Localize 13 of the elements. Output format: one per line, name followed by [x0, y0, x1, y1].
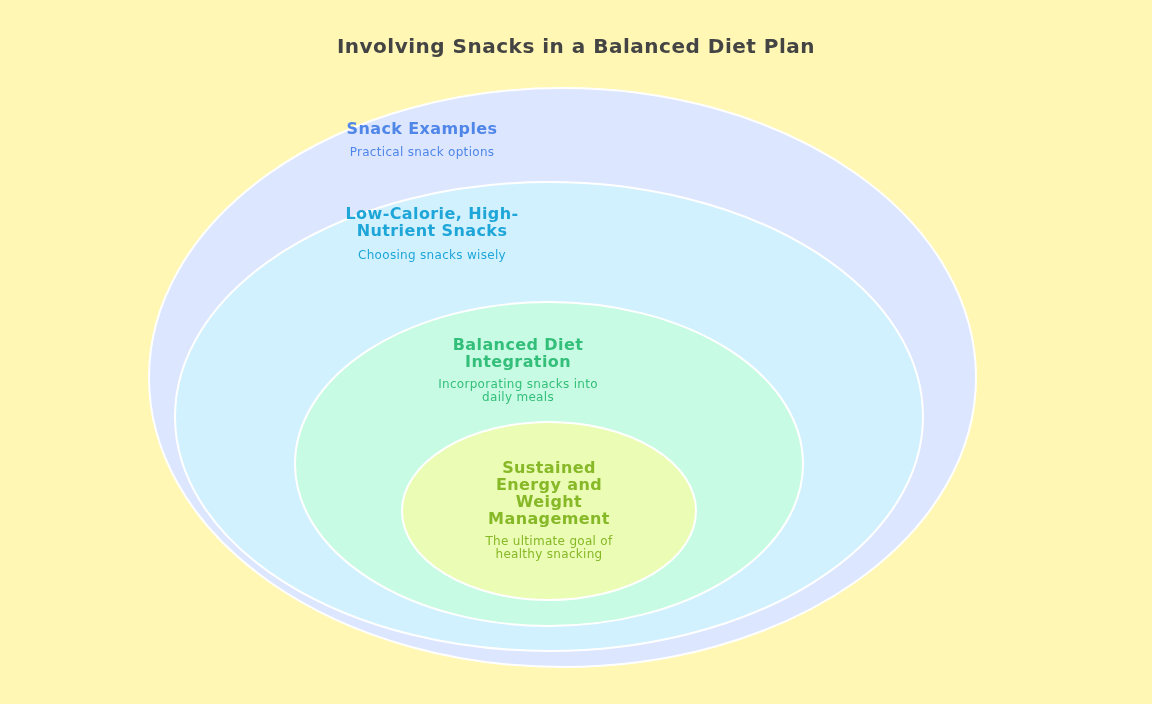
title: Involving Snacks in a Balanced Diet Plan: [336, 34, 816, 58]
ellipse-description: The ultimate goal of healthy snacking: [484, 535, 614, 561]
ellipse-heading: Snack Examples: [345, 120, 499, 137]
ellipse-heading: Sustained Energy and Weight Management: [487, 459, 611, 527]
ellipse-description: Choosing snacks wisely: [357, 249, 507, 262]
ellipse-heading: Low-Calorie, High-Nutrient Snacks: [344, 205, 520, 239]
ellipse-description: Practical snack options: [348, 146, 496, 159]
ellipse-region: [148, 87, 977, 668]
ellipse-region: [401, 421, 697, 601]
ellipse-region: [294, 301, 804, 627]
ellipse-heading: Balanced Diet Integration: [451, 336, 585, 370]
ellipse-region: [174, 181, 924, 652]
ellipse-description: Incorporating snacks into daily meals: [437, 378, 599, 404]
